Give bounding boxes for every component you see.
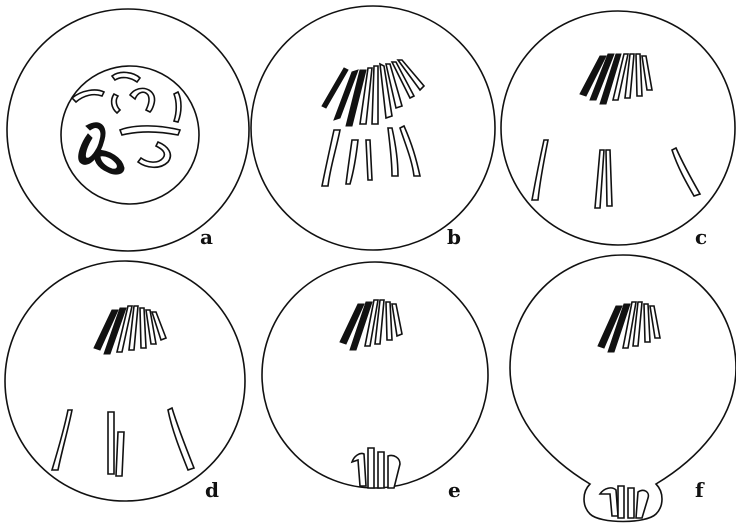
panel-label-f: f (695, 478, 705, 502)
panel-b: b (251, 6, 495, 250)
panel-f: f (510, 255, 736, 522)
panel-label-c: c (695, 225, 707, 249)
cell-outline (5, 261, 245, 501)
panel-c: c (501, 11, 735, 249)
panel-label-e: e (448, 478, 461, 502)
panel-d: d (5, 261, 245, 502)
panel-label-d: d (205, 478, 219, 502)
cell-outline (501, 11, 735, 245)
panel-e: e (262, 262, 488, 502)
panel-label-a: a (200, 225, 213, 249)
cell-outline (251, 6, 495, 250)
panel-label-b: b (447, 225, 461, 249)
panel-a: a (7, 9, 249, 251)
cell-outline (262, 262, 488, 488)
